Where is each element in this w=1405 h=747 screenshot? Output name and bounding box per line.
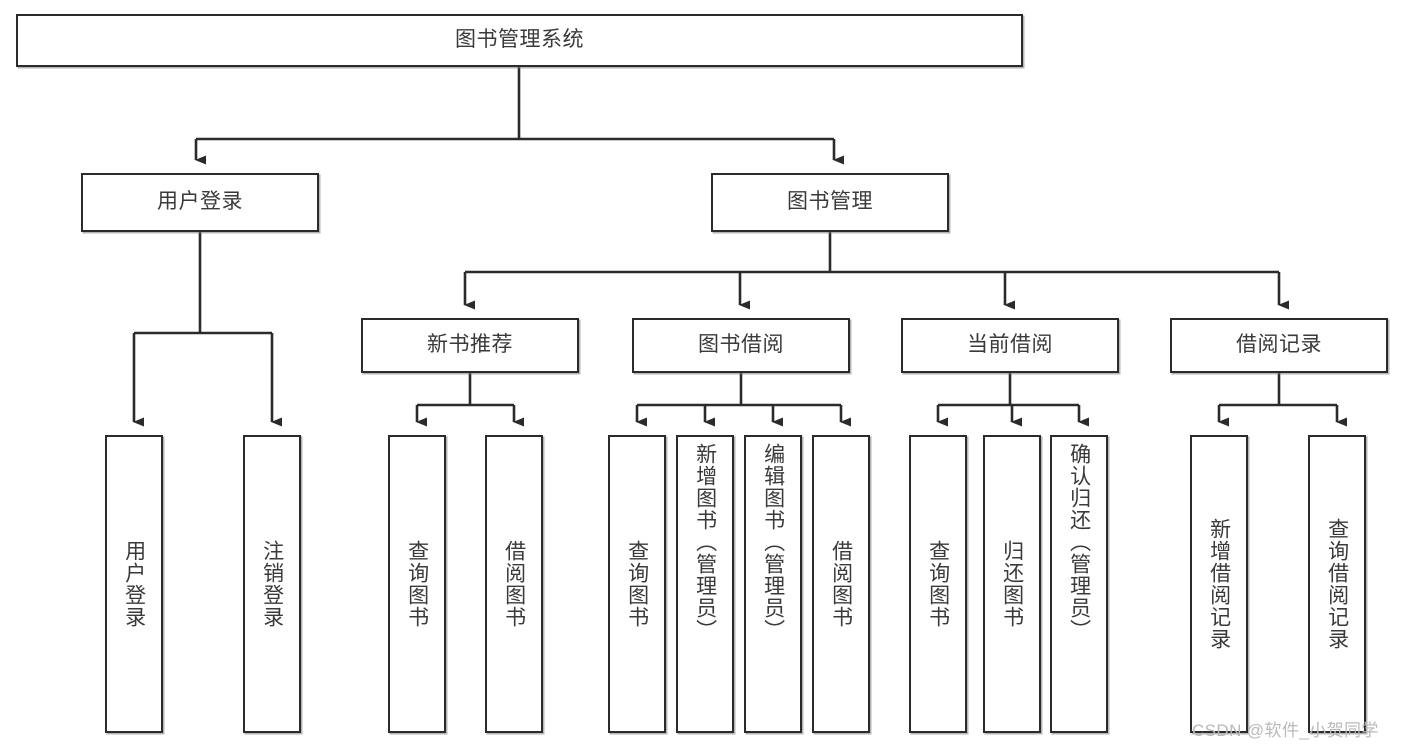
node-current-borrow[interactable]: 当前借阅 — [901, 318, 1119, 373]
node-leaf-return-book-label: 归还图书 — [1000, 540, 1024, 628]
node-user-login[interactable]: 用户登录 — [81, 173, 319, 232]
node-leaf-confirm-return-admin[interactable]: 确认归还（管理员） — [1050, 435, 1108, 733]
node-leaf-query-book-3-label: 查询图书 — [926, 540, 950, 628]
node-leaf-query-book-2-label: 查询图书 — [625, 540, 649, 628]
node-leaf-query-borrow-record-label: 查询借阅记录 — [1325, 518, 1349, 650]
node-borrow-record-label: 借阅记录 — [1236, 333, 1322, 357]
node-leaf-query-book-3[interactable]: 查询图书 — [909, 435, 967, 733]
node-root-label: 图书管理系统 — [455, 28, 584, 52]
node-leaf-user-login[interactable]: 用户登录 — [105, 435, 163, 733]
node-leaf-query-book-1-label: 查询图书 — [405, 540, 429, 628]
node-book-manage[interactable]: 图书管理 — [711, 173, 949, 232]
node-leaf-edit-book-admin-label: 编辑图书（管理员） — [761, 443, 785, 641]
node-book-borrow[interactable]: 图书借阅 — [632, 318, 850, 373]
node-leaf-add-book-admin[interactable]: 新增图书（管理员） — [676, 435, 734, 733]
node-current-borrow-label: 当前借阅 — [967, 333, 1053, 357]
node-user-login-label: 用户登录 — [157, 190, 243, 214]
node-leaf-add-book-admin-label: 新增图书（管理员） — [693, 443, 717, 641]
node-leaf-borrow-book-1[interactable]: 借阅图书 — [485, 435, 543, 733]
node-leaf-borrow-book-2-label: 借阅图书 — [829, 540, 853, 628]
node-leaf-confirm-return-admin-label: 确认归还（管理员） — [1067, 443, 1091, 641]
node-book-borrow-label: 图书借阅 — [698, 333, 784, 357]
node-leaf-query-book-1[interactable]: 查询图书 — [388, 435, 446, 733]
node-new-book-recommend-label: 新书推荐 — [427, 333, 513, 357]
node-leaf-add-borrow-record-label: 新增借阅记录 — [1207, 518, 1231, 650]
node-leaf-logout[interactable]: 注销登录 — [243, 435, 301, 733]
node-leaf-return-book[interactable]: 归还图书 — [983, 435, 1041, 733]
node-leaf-query-borrow-record[interactable]: 查询借阅记录 — [1308, 435, 1366, 733]
watermark: CSDN @软件_小贺同学 — [1192, 721, 1379, 740]
node-leaf-borrow-book-1-label: 借阅图书 — [502, 540, 526, 628]
node-leaf-add-borrow-record[interactable]: 新增借阅记录 — [1190, 435, 1248, 733]
node-leaf-borrow-book-2[interactable]: 借阅图书 — [812, 435, 870, 733]
node-new-book-recommend[interactable]: 新书推荐 — [361, 318, 579, 373]
node-root[interactable]: 图书管理系统 — [16, 14, 1023, 67]
node-borrow-record[interactable]: 借阅记录 — [1170, 318, 1388, 373]
node-leaf-user-login-label: 用户登录 — [122, 540, 146, 628]
node-leaf-logout-label: 注销登录 — [260, 540, 284, 628]
node-book-manage-label: 图书管理 — [787, 190, 873, 214]
node-leaf-edit-book-admin[interactable]: 编辑图书（管理员） — [744, 435, 802, 733]
node-leaf-query-book-2[interactable]: 查询图书 — [608, 435, 666, 733]
